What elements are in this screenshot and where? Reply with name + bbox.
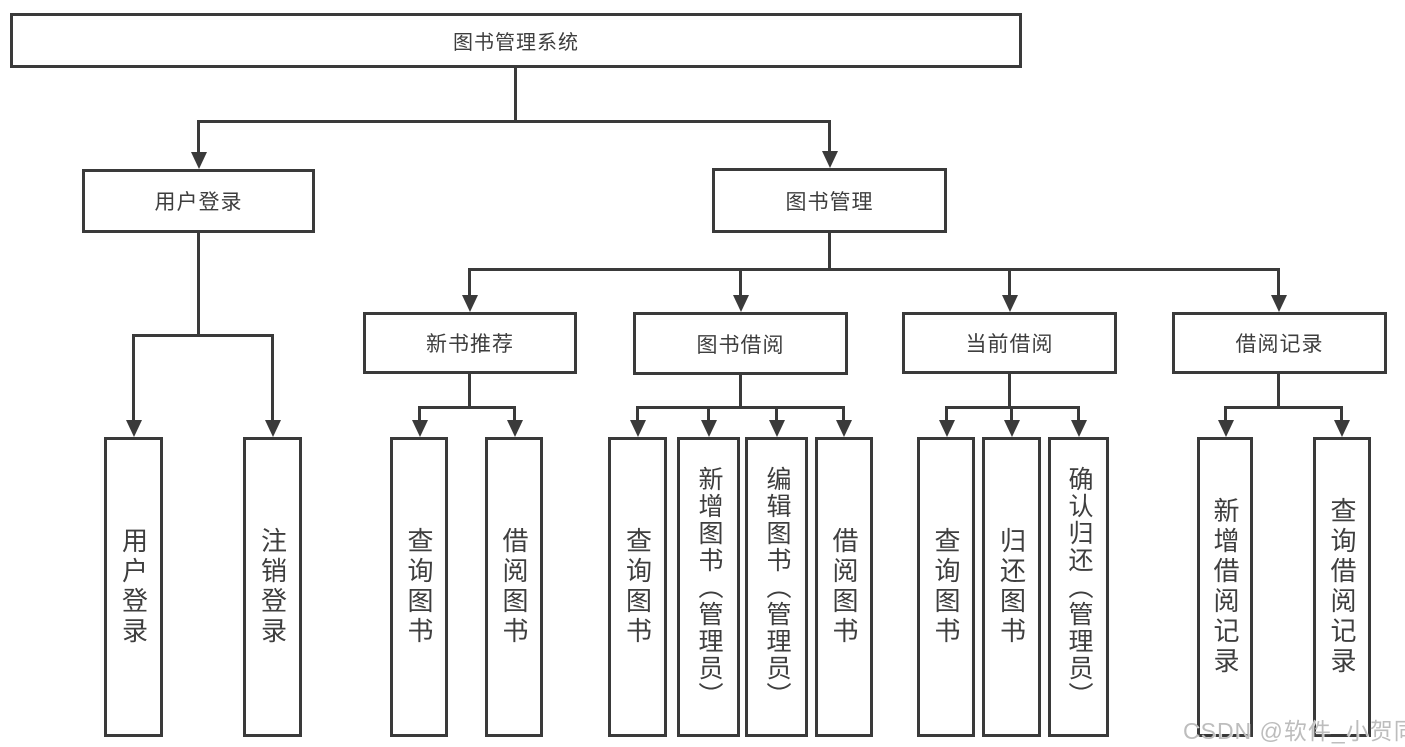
leaf-cb-confirm-return: 确认归还（管理员） <box>1048 437 1109 737</box>
leaf-cb-return-book-label: 归还图书 <box>996 527 1027 647</box>
connector-drop-cb2 <box>1010 406 1013 422</box>
arrowhead-down-icon <box>462 295 478 312</box>
leaf-cb-confirm-return-label: 确认归还（管理员） <box>1065 465 1093 709</box>
csdn-watermark: CSDN @软件_小贺同学 <box>1183 718 1405 744</box>
connector-drop-bb1 <box>636 406 639 422</box>
arrowhead-down-icon <box>1004 420 1020 437</box>
connector-drop-user-login <box>197 120 200 154</box>
node-current-borrow-label: 当前借阅 <box>965 333 1054 356</box>
leaf-bb-query-book: 查询图书 <box>608 437 667 737</box>
arrowhead-down-icon <box>412 420 428 437</box>
arrowhead-down-icon <box>769 420 785 437</box>
connector-br-stem <box>1277 374 1280 408</box>
connector-user-stem <box>197 233 200 336</box>
leaf-logout: 注销登录 <box>243 437 302 737</box>
connector-drop-bb4 <box>842 406 845 422</box>
arrowhead-down-icon <box>265 420 281 437</box>
leaf-bb-add-book: 新增图书（管理员） <box>677 437 740 737</box>
arrowhead-down-icon <box>507 420 523 437</box>
connector-drop-cb3 <box>1077 406 1080 422</box>
connector-bb-rail <box>636 406 845 409</box>
arrowhead-down-icon <box>1334 420 1350 437</box>
leaf-bb-query-book-label: 查询图书 <box>622 527 653 647</box>
node-borrow-record: 借阅记录 <box>1172 312 1387 374</box>
connector-nb-rail <box>418 406 516 409</box>
node-borrow-record-label: 借阅记录 <box>1235 333 1324 356</box>
leaf-bb-borrow-book: 借阅图书 <box>815 437 873 737</box>
leaf-cb-return-book: 归还图书 <box>982 437 1041 737</box>
connector-drop-bb2 <box>707 406 710 422</box>
node-book-borrow: 图书借阅 <box>633 312 848 375</box>
connector-root-stem <box>514 68 517 122</box>
connector-drop-new-book <box>468 268 471 298</box>
connector-drop-nb2 <box>513 406 516 422</box>
connector-drop-login-leaf <box>132 334 135 422</box>
leaf-logout-label: 注销登录 <box>257 527 288 647</box>
arrowhead-down-icon <box>1218 420 1234 437</box>
arrowhead-down-icon <box>126 420 142 437</box>
node-root: 图书管理系统 <box>10 13 1022 68</box>
leaf-br-add-record-label: 新增借阅记录 <box>1210 497 1240 677</box>
leaf-br-add-record: 新增借阅记录 <box>1197 437 1253 737</box>
arrowhead-down-icon <box>836 420 852 437</box>
connector-cb-stem <box>1008 374 1011 408</box>
leaf-bb-edit-book: 编辑图书（管理员） <box>745 437 808 737</box>
arrowhead-down-icon <box>701 420 717 437</box>
node-user-login-label: 用户登录 <box>154 191 243 214</box>
node-book-borrow-label: 图书借阅 <box>696 333 785 357</box>
connector-drop-book-borrow <box>739 268 742 298</box>
arrowhead-down-icon <box>1002 295 1018 312</box>
leaf-nb-query-book-label: 查询图书 <box>404 527 434 647</box>
leaf-user-login: 用户登录 <box>104 437 163 737</box>
leaf-bb-borrow-book-label: 借阅图书 <box>829 527 859 647</box>
connector-bookmgmt-stem <box>828 233 831 270</box>
connector-br-rail <box>1224 406 1343 409</box>
node-current-borrow: 当前借阅 <box>902 312 1117 374</box>
connector-drop-logout-leaf <box>271 334 274 422</box>
node-book-management-label: 图书管理 <box>785 190 874 214</box>
leaf-nb-borrow-book-label: 借阅图书 <box>499 527 529 647</box>
connector-bb-stem <box>739 375 742 408</box>
connector-drop-cb1 <box>945 406 948 422</box>
leaf-cb-query-book-label: 查询图书 <box>931 527 961 647</box>
connector-drop-book-mgmt <box>828 120 831 154</box>
leaf-bb-add-book-label: 新增图书（管理员） <box>695 465 723 709</box>
connector-drop-bb3 <box>775 406 778 422</box>
connector-drop-br1 <box>1224 406 1227 422</box>
leaf-br-query-record: 查询借阅记录 <box>1313 437 1371 737</box>
connector-drop-borrow-record <box>1277 268 1280 298</box>
leaf-nb-borrow-book: 借阅图书 <box>485 437 543 737</box>
arrowhead-down-icon <box>939 420 955 437</box>
arrowhead-down-icon <box>630 420 646 437</box>
connector-user-rail <box>132 334 274 337</box>
node-book-management: 图书管理 <box>712 168 947 233</box>
arrowhead-down-icon <box>1071 420 1087 437</box>
connector-drop-nb1 <box>418 406 421 422</box>
connector-nb-stem <box>468 374 471 408</box>
node-user-login: 用户登录 <box>82 169 315 233</box>
connector-bookmgmt-rail <box>468 268 1280 271</box>
arrowhead-down-icon <box>1271 295 1287 312</box>
leaf-br-query-record-label: 查询借阅记录 <box>1327 497 1357 677</box>
connector-root-rail <box>197 120 830 123</box>
arrowhead-down-icon <box>822 151 838 168</box>
connector-drop-br2 <box>1340 406 1343 422</box>
leaf-user-login-label: 用户登录 <box>118 527 149 647</box>
leaf-nb-query-book: 查询图书 <box>390 437 448 737</box>
arrowhead-down-icon <box>191 152 207 169</box>
node-root-label: 图书管理系统 <box>453 32 579 54</box>
connector-drop-current-borrow <box>1008 268 1011 298</box>
leaf-cb-query-book: 查询图书 <box>917 437 975 737</box>
node-new-book-recommend: 新书推荐 <box>363 312 577 374</box>
arrowhead-down-icon <box>733 295 749 312</box>
leaf-bb-edit-book-label: 编辑图书（管理员） <box>763 465 791 709</box>
node-new-book-recommend-label: 新书推荐 <box>426 333 514 356</box>
